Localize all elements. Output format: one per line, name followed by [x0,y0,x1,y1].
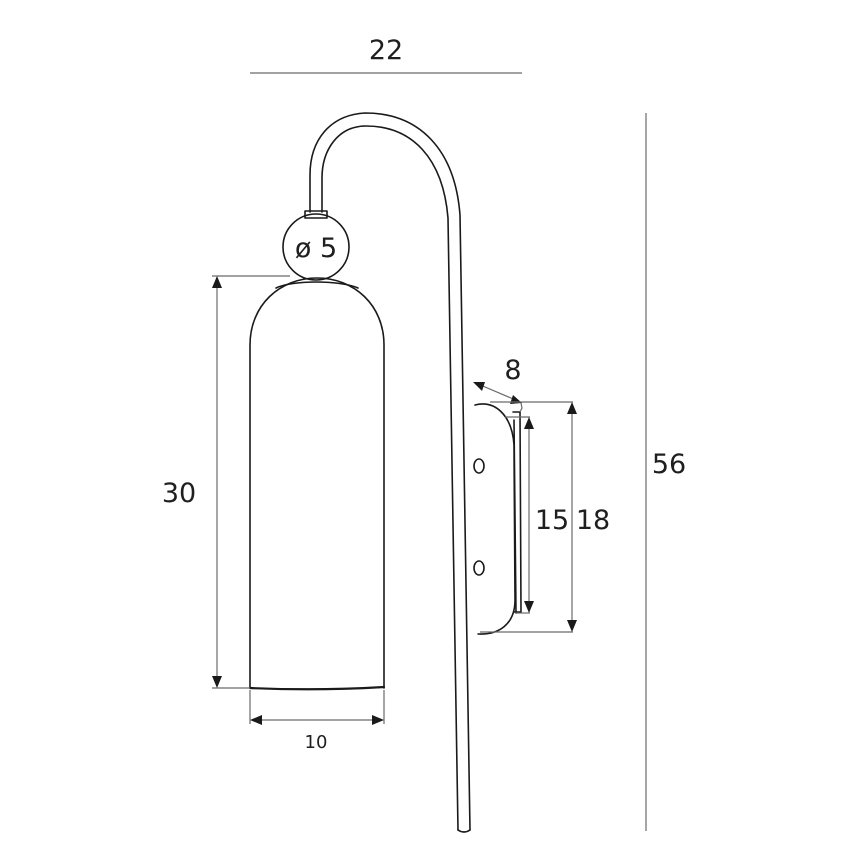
inner-height-dimension [505,416,534,614]
shade-height-label: 30 [162,478,196,509]
ball-joint [282,213,350,281]
lamp-arm [304,112,471,833]
total-width-label: 22 [369,35,403,66]
depth-dimension [473,382,523,413]
backplate-outer-height-label: 18 [576,505,610,536]
glass-shade [248,277,386,691]
shade-height-dimension [212,275,290,689]
backplate-inner-height-label: 15 [535,505,569,536]
total-height-label: 56 [652,449,686,480]
outer-height-dimension [480,401,577,633]
lamp-outline [248,112,522,833]
shade-width-label: 10 [305,732,328,753]
wall-backplate [473,403,522,635]
shade-width-dimension [249,690,385,725]
dimension-lines [212,72,647,831]
backplate-depth-label: 8 [504,355,521,386]
ball-diameter-label: ø 5 [295,233,337,264]
